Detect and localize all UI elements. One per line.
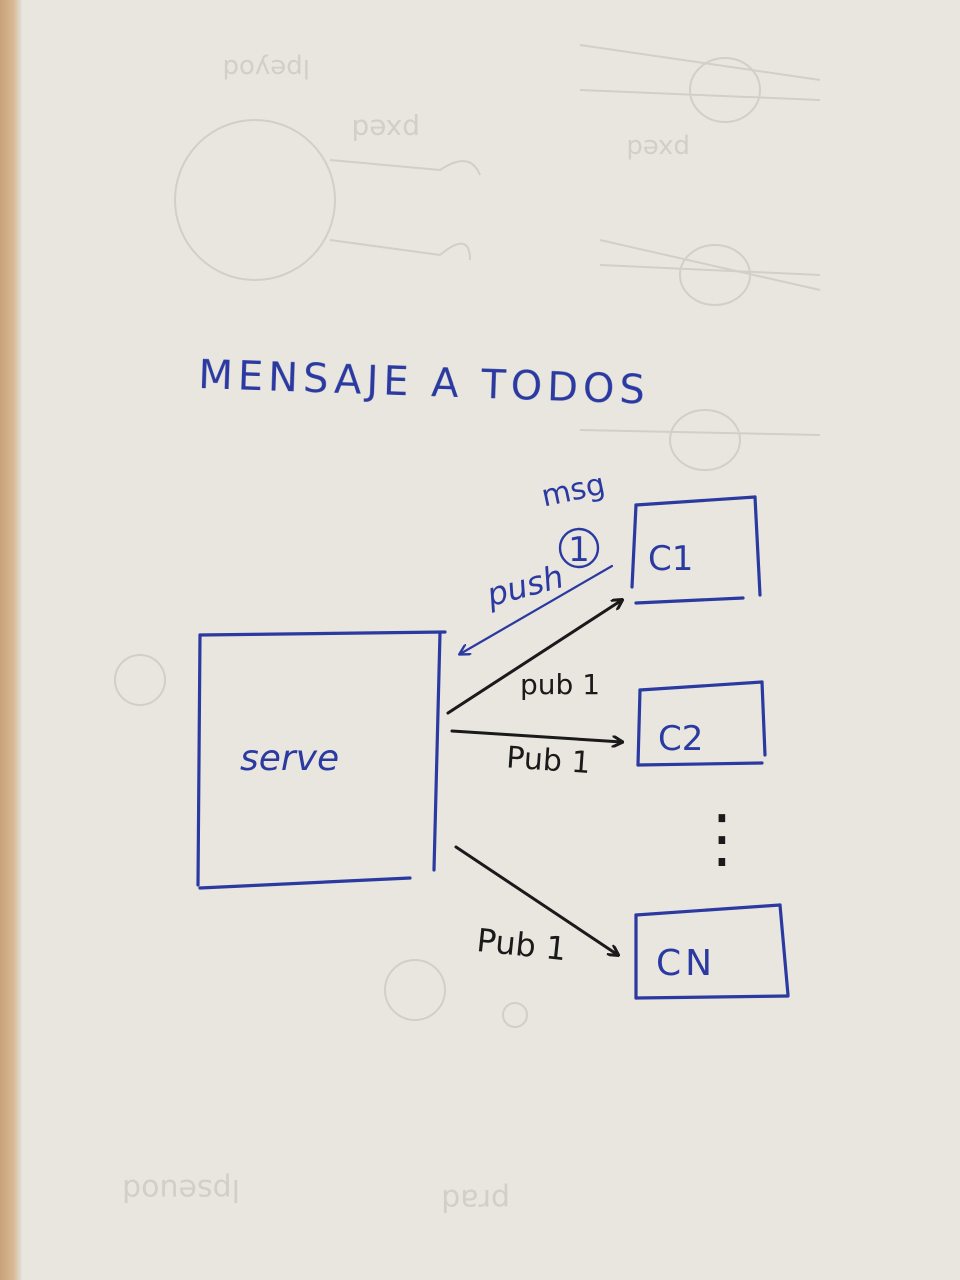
publish-arrow-cn — [454, 845, 618, 955]
client-box-cn — [634, 903, 790, 1000]
server-box — [196, 630, 447, 890]
client-box-c1 — [630, 495, 762, 605]
publish-label-c1: pub 1 — [520, 668, 600, 701]
publish-label-c2: Pub 1 — [505, 740, 591, 781]
step-number-circle — [558, 527, 600, 569]
publish-arrow-c1 — [446, 600, 622, 715]
client-box-c2 — [636, 680, 767, 767]
diagram-title: MENSAJE A TODOS — [198, 352, 651, 414]
svg-text:prad: prad — [441, 1182, 510, 1217]
publish-arrow-c2 — [450, 729, 622, 742]
client-label-c1: C1 — [648, 539, 693, 579]
push-arrow — [460, 564, 614, 654]
svg-text:lpeyod: lpeyod — [222, 53, 310, 83]
step-number: 1 — [568, 530, 590, 570]
svg-text:pxed: pxed — [352, 113, 420, 146]
client-ellipsis: ⋮ — [690, 802, 754, 876]
message-label: msg — [538, 467, 608, 515]
client-label-cn: CN — [656, 943, 716, 984]
client-label-c2: C2 — [658, 719, 703, 759]
paper-edge — [0, 0, 22, 1280]
svg-text:pxed: pxed — [626, 133, 690, 163]
show-through-marks: pxed pxed lpeyod lpseuod prad — [114, 44, 821, 1217]
push-label: push — [482, 557, 568, 614]
svg-text:lpseuod: lpseuod — [122, 1172, 240, 1207]
server-label: serve — [240, 738, 339, 779]
publish-label-cn: Pub 1 — [475, 921, 568, 968]
